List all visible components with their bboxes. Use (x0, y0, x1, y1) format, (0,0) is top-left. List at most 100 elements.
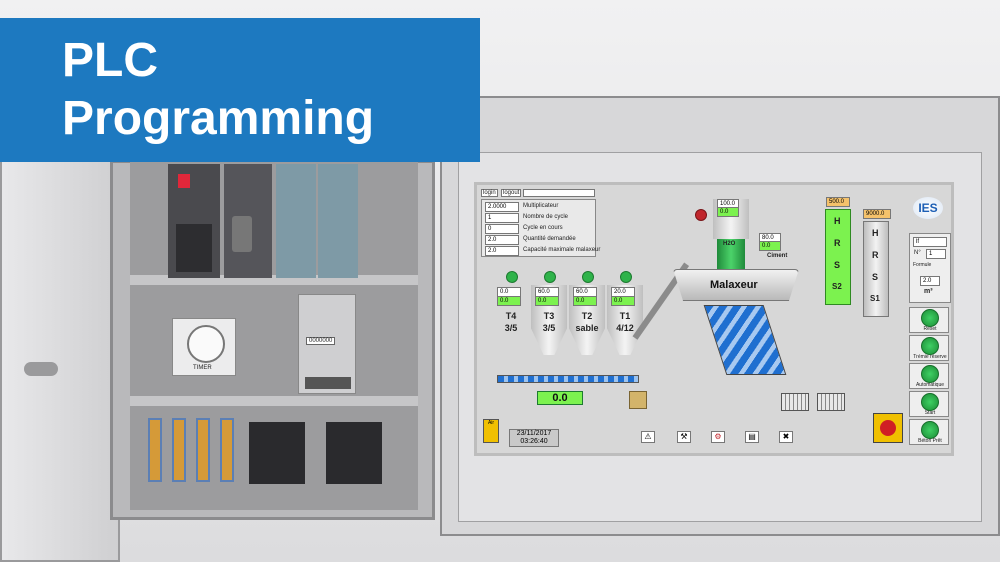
formula-panel: lf N° 1 Formule 2.0 m³ (909, 233, 951, 303)
alarm-tool-icon[interactable]: ⚠ (641, 431, 655, 443)
relay (196, 418, 210, 482)
automatic-lamp (921, 365, 939, 383)
page-title: PLC Programming (62, 34, 375, 145)
tools-icon[interactable]: ✖ (779, 431, 793, 443)
silo-lamp (582, 271, 594, 283)
tank-s2-value: 500.0 (826, 197, 850, 207)
silo-name: T1 (619, 311, 631, 321)
login-button[interactable]: login (481, 189, 498, 197)
plc-interface-module (224, 164, 272, 278)
param-label: Cycle en cours (523, 225, 563, 231)
reserve-label: Trémie réserve (913, 354, 947, 360)
reset-lamp (921, 309, 939, 327)
reset-label: Reset (923, 326, 937, 332)
multiplier-field[interactable]: 2.0000 (485, 202, 519, 212)
param-label: Multiplicateur (523, 203, 559, 209)
contactor (249, 422, 305, 484)
concrete-ready-label: Béton Prêt (918, 438, 942, 444)
silo-lamp (544, 271, 556, 283)
contactor (326, 422, 382, 484)
start-lamp (921, 393, 939, 411)
tank-s1-value: 9000.0 (863, 209, 891, 219)
formula-label: Formule (913, 262, 932, 268)
settings-gear-icon[interactable]: ⚙ (711, 431, 725, 443)
formula-lf-field[interactable]: lf (913, 237, 947, 247)
din-rail (130, 396, 418, 406)
volume-unit: m³ (924, 288, 933, 295)
tank-letter: H (872, 228, 879, 238)
silo-mid-value: 0.0 (535, 296, 559, 306)
air-label: Air (487, 420, 495, 426)
param-label: Capacité maximale malaxeur (523, 247, 601, 253)
silo-mid-value: 0.0 (497, 296, 521, 306)
datetime-display: 23/11/2017 03:26:40 (509, 429, 559, 447)
cycle-count-field[interactable]: 1 (485, 213, 519, 223)
water-label: H2O (723, 241, 736, 247)
silo-name: T3 (543, 311, 555, 321)
volume-field[interactable]: 2.0 (920, 276, 940, 286)
parameter-panel: 2.0000 Multiplicateur 1 Nombre de cycle … (481, 199, 600, 257)
concrete-ready-lamp (921, 421, 939, 439)
water-mid-value: 0.0 (717, 207, 739, 217)
requested-qty-field[interactable]: 2.0 (485, 235, 519, 245)
logout-button[interactable]: logout (501, 189, 522, 197)
silo-lamp (506, 271, 518, 283)
truck-icon (817, 393, 845, 411)
cement-mid-value: 0.0 (759, 241, 781, 251)
cabinet-door (0, 160, 120, 562)
silo-ratio: 3/5 (504, 323, 518, 333)
silo-name: T2 (581, 311, 593, 321)
param-label: Quantité demandée (523, 236, 576, 242)
cpu-led (178, 174, 190, 188)
mixer-capacity-field[interactable]: 2.0 (485, 246, 519, 256)
formula-number-field[interactable]: 1 (926, 249, 946, 259)
reserve-hopper-button[interactable]: Trémie réserve (909, 335, 949, 361)
title-banner (0, 18, 480, 162)
water-valve-lamp (695, 209, 707, 221)
silo-lamp (620, 271, 632, 283)
tank-letter: S (834, 260, 841, 270)
automatic-button[interactable]: Automatique (909, 363, 949, 389)
mixer-body (673, 269, 799, 301)
mixer-label: Malaxeur (710, 279, 758, 291)
silo-ratio: 3/5 (542, 323, 556, 333)
user-field[interactable] (523, 189, 595, 197)
maintenance-tool-icon[interactable]: ⚒ (677, 431, 691, 443)
silo-conveyor (497, 375, 639, 383)
login-bar: login logout (481, 189, 596, 197)
din-rail (130, 275, 418, 285)
plc-io-module (318, 164, 358, 278)
timer-relay: TIMER (172, 318, 236, 376)
silo-ratio: sable (575, 323, 599, 333)
timer-label: TIMER (193, 365, 212, 371)
relay (172, 418, 186, 482)
time-text: 03:26:40 (520, 438, 548, 445)
truck-icon (781, 393, 809, 411)
history-icon[interactable]: ▤ (745, 431, 759, 443)
timer-dial (187, 325, 225, 363)
tank-letter: S1 (870, 294, 880, 303)
automatic-label: Automatique (915, 382, 945, 388)
tank-s2: H R S S2 (825, 209, 851, 305)
reset-button[interactable]: Reset (909, 307, 949, 333)
counter-module: 0000000 (298, 294, 356, 394)
brand-logo: IES (913, 197, 943, 219)
hmi-screen: login logout 2.0000 Multiplicateur 1 Nom… (474, 182, 954, 456)
formula-number-label: N° (914, 250, 921, 256)
cpu-cover (176, 224, 212, 272)
start-button[interactable]: Start (909, 391, 949, 417)
tank-letter: S (872, 272, 879, 282)
tank-letter: R (834, 238, 841, 248)
tank-letter: H (834, 216, 841, 226)
air-indicator: Air (483, 419, 499, 443)
param-label: Nombre de cycle (523, 214, 569, 220)
silo-ratio: 4/12 (616, 323, 634, 333)
emergency-stop-button[interactable] (873, 413, 903, 443)
relay (148, 418, 162, 482)
cement-label: Ciment (767, 253, 788, 259)
plc-cpu-module (168, 164, 220, 278)
start-label: Start (924, 410, 936, 416)
mixer-discharge-conveyor (703, 305, 787, 375)
concrete-ready-button[interactable]: Béton Prêt (909, 419, 949, 445)
tank-letter: R (872, 250, 879, 260)
